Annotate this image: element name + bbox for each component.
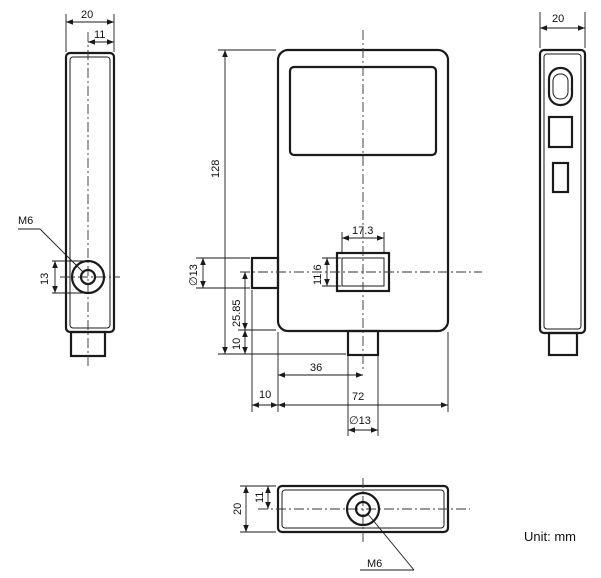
left-dim-20-text: 20: [81, 9, 93, 21]
right-top-button-inner: [552, 73, 569, 100]
right-dim-20-text: 20: [552, 13, 564, 25]
front-dim-36-text: 36: [310, 362, 322, 374]
front-dim-bottom-port-text: ∅13: [349, 415, 371, 427]
front-dim-10-vertical-text: 10: [231, 338, 243, 350]
left-dim-11-text: 11: [94, 29, 105, 41]
front-view: 128 17.3 11.6 ∅13 25.85 10 36 10: [188, 30, 482, 436]
left-body: [64, 51, 116, 334]
bottom-dim-20-text: 20: [232, 503, 244, 515]
right-bottom-slot: [551, 161, 570, 194]
front-dim-17-3-text: 17.3: [352, 225, 373, 237]
front-dim-128-text: 128: [210, 160, 222, 178]
right-middle-button: [547, 115, 574, 149]
bottom-hole-outer: [345, 491, 381, 527]
front-dim-port-diameter-text: ∅13: [188, 264, 200, 286]
front-left-port: [250, 256, 280, 290]
right-bottom-connector: [547, 331, 579, 357]
front-dim-72-text: 72: [352, 391, 364, 403]
bottom-m6-leader: [366, 512, 415, 571]
left-dim-13-text: 13: [39, 273, 51, 285]
front-dim-10-horizontal-text: 10: [259, 389, 271, 401]
left-m6-label: M6: [18, 215, 33, 227]
left-hole-inner: [79, 268, 97, 286]
right-side-view: 20: [538, 12, 587, 357]
right-body-inner-edge: [543, 53, 582, 330]
unit-label: Unit: mm: [524, 529, 576, 544]
left-body-inner-edge: [69, 56, 111, 329]
left-side-view: 20 11 13 M6: [18, 9, 120, 368]
bottom-dim-11-text: 11: [254, 492, 266, 503]
right-top-button: [547, 66, 574, 107]
bottom-m6-label: M6: [367, 558, 382, 570]
bottom-hole-inner: [354, 500, 372, 518]
front-dim-11-6-text: 11.6: [312, 264, 324, 285]
front-dim-25-85-text: 25.85: [231, 299, 243, 327]
bottom-view: 20 11 M6: [232, 478, 470, 571]
left-m6-leader: [39, 228, 85, 274]
